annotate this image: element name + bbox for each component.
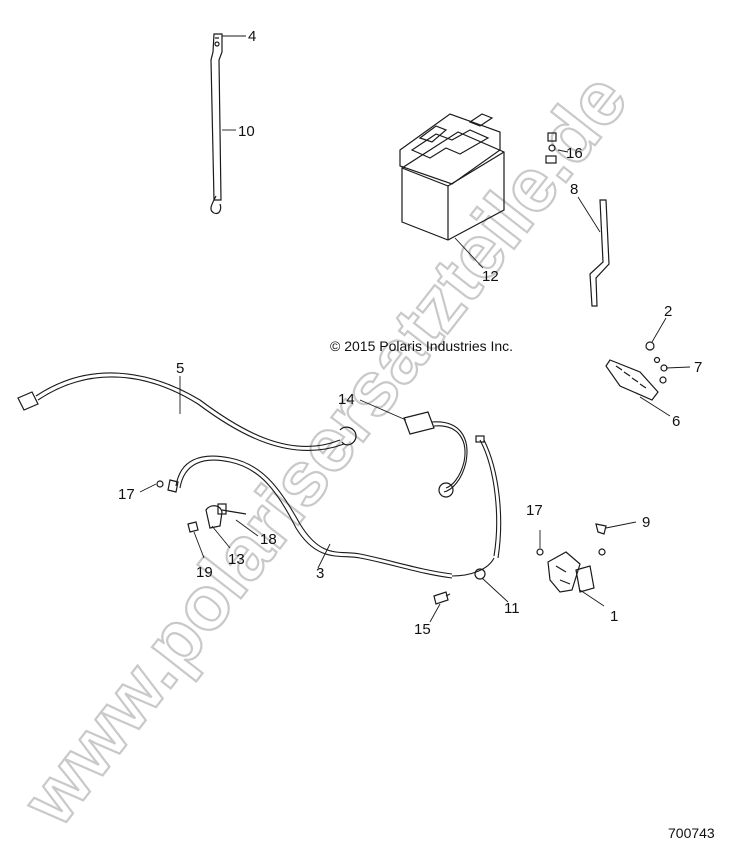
- callout-1: 1: [610, 608, 618, 625]
- push-rivet-15: [433, 591, 451, 605]
- terminal-bolts: [545, 132, 557, 164]
- watermark-text: www.polarisersatzteile.de: [6, 58, 644, 841]
- callout-4: 4: [248, 28, 256, 45]
- callout-8: 8: [570, 181, 578, 198]
- callout-19: 19: [196, 564, 213, 581]
- callout-17-right: 17: [526, 502, 543, 519]
- main-cable-3: [175, 435, 502, 580]
- battery-strap: [210, 33, 223, 215]
- callout-17-left: 17: [118, 486, 135, 503]
- callout-11: 11: [504, 600, 520, 617]
- callout-9: 9: [642, 514, 650, 531]
- battery-cable-8: [589, 199, 610, 307]
- callout-16: 16: [566, 145, 583, 162]
- callout-14: 14: [338, 391, 355, 408]
- callout-6: 6: [672, 413, 680, 430]
- fuse-block: [605, 341, 668, 401]
- wire-harness-5: [17, 372, 357, 452]
- callout-3: 3: [316, 565, 324, 582]
- relay-connector-14: [403, 411, 468, 498]
- callout-7: 7: [694, 359, 702, 376]
- callout-15: 15: [414, 621, 431, 638]
- callout-13: 13: [228, 551, 245, 568]
- diagram-id: 700743: [668, 825, 715, 841]
- callout-5: 5: [176, 360, 184, 377]
- copyright-text: © 2015 Polaris Industries Inc.: [330, 338, 513, 354]
- callout-10: 10: [238, 123, 255, 140]
- battery: [399, 113, 505, 241]
- callout-2: 2: [664, 303, 672, 320]
- callout-18: 18: [260, 531, 277, 548]
- switch-assembly-1: [536, 523, 607, 593]
- left-hardware: [156, 479, 247, 533]
- callout-12: 12: [482, 268, 499, 285]
